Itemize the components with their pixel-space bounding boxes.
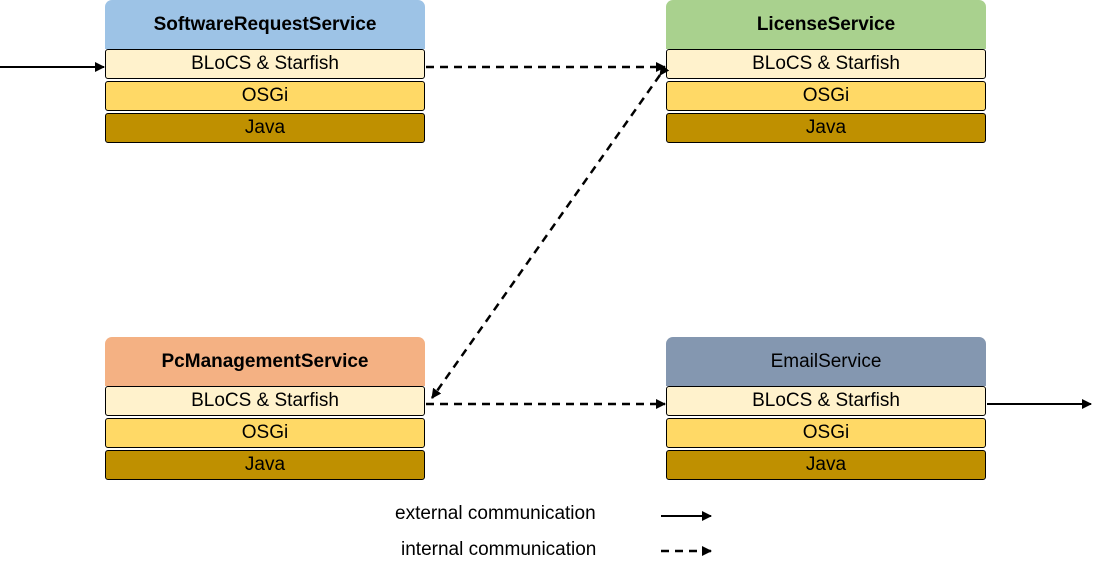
internal-arrow-license-pc (430, 64, 670, 399)
layer-osgi: OSGi (105, 81, 425, 111)
service-title: SoftwareRequestService (105, 0, 425, 49)
layer-java: Java (105, 113, 425, 143)
layer-blocs-starfish: BLoCS & Starfish (105, 49, 425, 79)
legend-external-label: external communication (395, 503, 596, 524)
layer-java: Java (666, 113, 986, 143)
service-title: PcManagementService (105, 337, 425, 386)
email-service: EmailService BLoCS & Starfish OSGi Java (666, 337, 986, 482)
software-request-service: SoftwareRequestService BLoCS & Starfish … (105, 0, 425, 145)
service-title: EmailService (666, 337, 986, 386)
layer-blocs-starfish: BLoCS & Starfish (666, 49, 986, 79)
layer-blocs-starfish: BLoCS & Starfish (105, 386, 425, 416)
layer-java: Java (666, 450, 986, 480)
legend-internal-label: internal communication (401, 539, 597, 560)
service-title: LicenseService (666, 0, 986, 49)
layer-osgi: OSGi (666, 418, 986, 448)
layer-blocs-starfish: BLoCS & Starfish (666, 386, 986, 416)
license-service: LicenseService BLoCS & Starfish OSGi Jav… (666, 0, 986, 145)
layer-osgi: OSGi (105, 418, 425, 448)
layer-osgi: OSGi (666, 81, 986, 111)
pc-management-service: PcManagementService BLoCS & Starfish OSG… (105, 337, 425, 482)
layer-java: Java (105, 450, 425, 480)
